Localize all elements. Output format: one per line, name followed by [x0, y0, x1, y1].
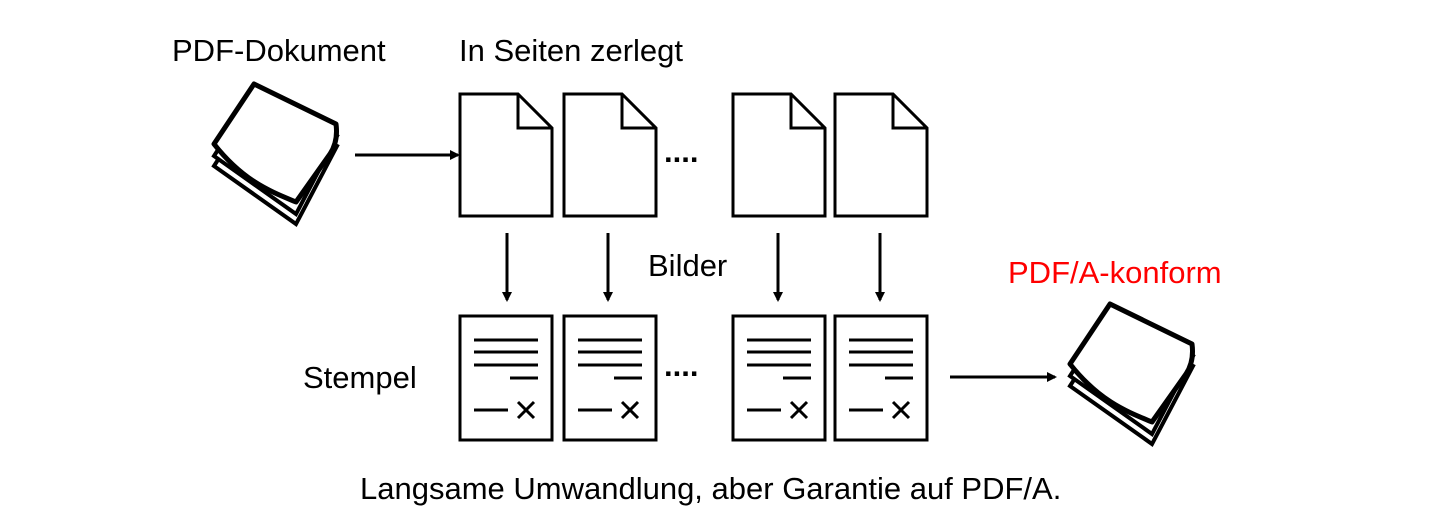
- stamped-page-4-icon: [833, 314, 929, 442]
- pdfa-conform-label: PDF/A-konform: [1008, 255, 1222, 290]
- pdf-document-label: PDF-Dokument: [172, 33, 386, 68]
- pdf-document-stack-icon: [214, 84, 337, 224]
- split-pages-label: In Seiten zerlegt: [459, 33, 684, 68]
- page-1-icon: [458, 92, 554, 218]
- stamped-page-2-icon: [562, 314, 658, 442]
- stamped-page-1-icon: [458, 314, 554, 442]
- stamped-page-3-icon: [731, 314, 827, 442]
- page-4-icon: [833, 92, 929, 218]
- page-2-icon: [562, 92, 658, 218]
- caption: Langsame Umwandlung, aber Garantie auf P…: [360, 471, 1062, 506]
- page-3-icon: [731, 92, 827, 218]
- stamp-label: Stempel: [303, 360, 417, 395]
- ellipsis-bottom: ....: [664, 348, 699, 383]
- pdfa-document-stack-icon: [1070, 304, 1193, 444]
- images-label: Bilder: [648, 248, 728, 283]
- ellipsis-top: ....: [664, 134, 699, 169]
